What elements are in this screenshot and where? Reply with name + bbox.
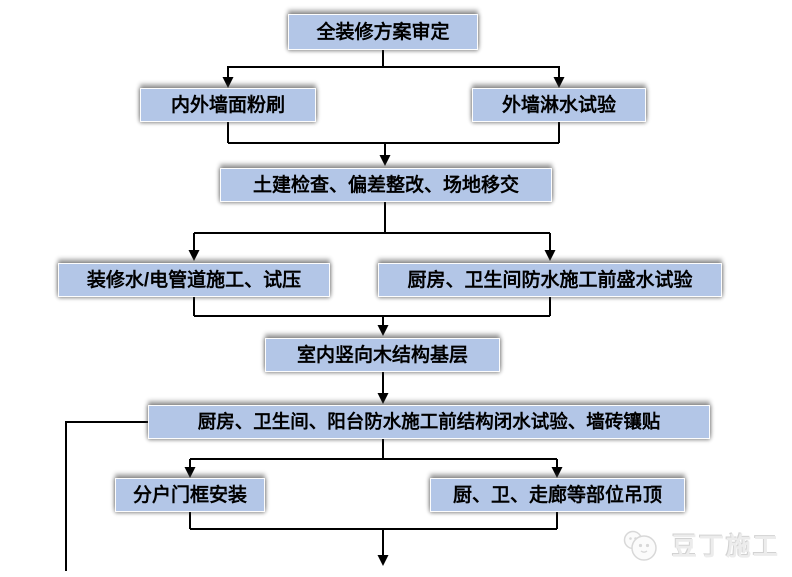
arrowheads [184,77,565,566]
node-water-seal-test-tiling: 厨房、卫生间、阳台防水施工前结构闭水试验、墙砖镶贴 [148,405,710,439]
node-pipe-construction-pressure-test: 装修水/电管道施工、试压 [58,263,330,297]
node-wall-plastering: 内外墙面粉刷 [140,88,316,122]
node-water-holding-test: 厨房、卫生间防水施工前盛水试验 [378,263,722,297]
douding-beans-icon [623,530,657,561]
node-indoor-wood-structure-base: 室内竖向木结构基层 [265,338,500,372]
node-ceiling-install: 厨、卫、走廊等部位吊顶 [430,478,685,512]
node-plan-approval: 全装修方案审定 [288,14,478,50]
brand-watermark: 豆丁施工 [620,527,780,563]
brand-watermark-text: 豆丁施工 [671,533,780,561]
node-door-frame-install: 分户门框安装 [115,478,265,512]
node-wall-water-spray-test: 外墙淋水试验 [472,88,646,122]
node-civil-inspection-handover: 土建检查、偏差整改、场地移交 [220,168,552,202]
